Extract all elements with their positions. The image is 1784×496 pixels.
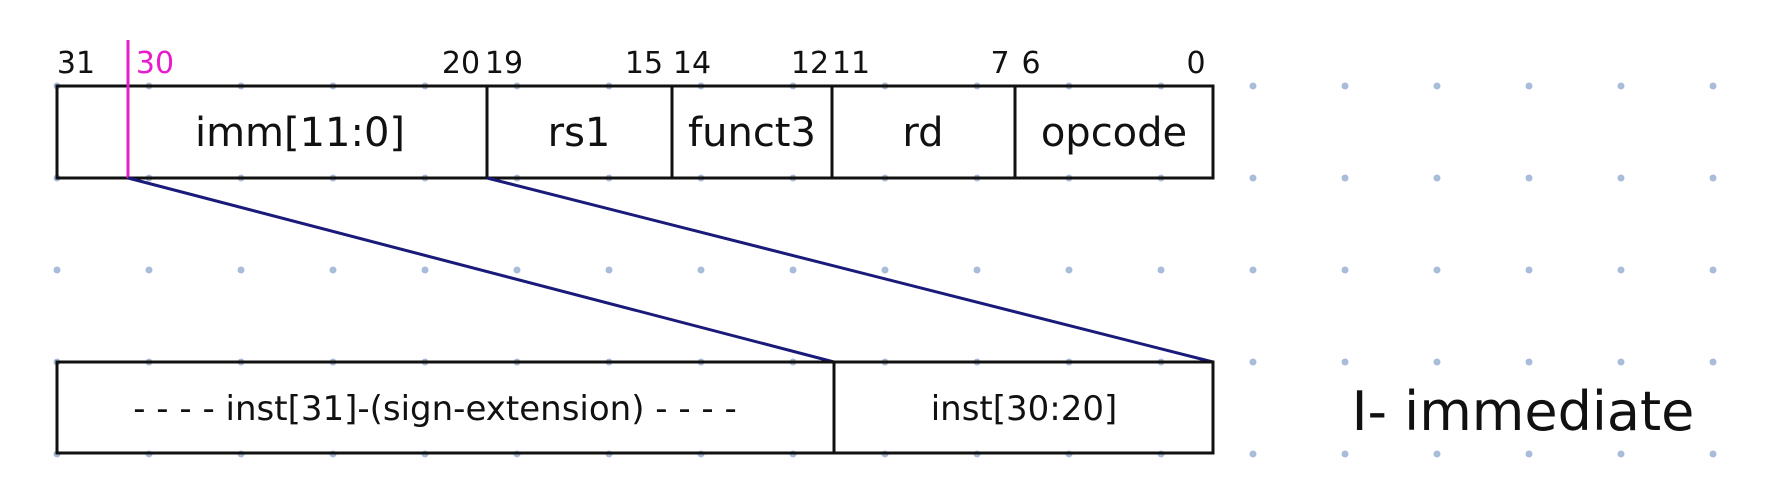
grid-dot bbox=[1249, 82, 1257, 90]
immediate-box bbox=[55, 360, 1215, 455]
grid-dot bbox=[1157, 266, 1165, 274]
bit-numbers: 31 30 20 19 15 14 12 11 7 6 0 bbox=[57, 46, 1206, 81]
field-imm: imm[11:0] bbox=[195, 110, 405, 156]
grid-dot bbox=[1341, 174, 1349, 182]
immediate-row: - - - - inst[31]-(sign-extension) - - - … bbox=[55, 360, 1215, 455]
field-funct3: funct3 bbox=[688, 110, 816, 156]
instruction-format-row: imm[11:0] rs1 funct3 rd opcode bbox=[55, 40, 1215, 180]
grid-dot bbox=[1709, 450, 1717, 458]
grid-dot bbox=[53, 266, 61, 274]
grid-dot bbox=[1341, 266, 1349, 274]
format-title: I- immediate bbox=[1352, 380, 1695, 443]
grid-dot bbox=[1525, 450, 1533, 458]
bit-31-label: 31 bbox=[57, 46, 95, 81]
grid-dot bbox=[1617, 450, 1625, 458]
grid-dot bbox=[1525, 82, 1533, 90]
grid-dot bbox=[1525, 358, 1533, 366]
grid-dot bbox=[1433, 82, 1441, 90]
grid-dot bbox=[1525, 174, 1533, 182]
field-opcode: opcode bbox=[1041, 110, 1187, 156]
grid-dot bbox=[1249, 266, 1257, 274]
bit-30-label: 30 bbox=[136, 46, 174, 81]
grid-dot bbox=[1249, 174, 1257, 182]
grid-dot bbox=[1617, 266, 1625, 274]
bit-6-label: 6 bbox=[1021, 46, 1040, 81]
field-rd: rd bbox=[902, 110, 943, 156]
bit-12-label: 12 bbox=[791, 46, 829, 81]
grid-dot bbox=[1341, 82, 1349, 90]
field-rs1: rs1 bbox=[548, 110, 611, 156]
grid-dot bbox=[1433, 266, 1441, 274]
grid-dot bbox=[1709, 358, 1717, 366]
instruction-box bbox=[55, 84, 1215, 180]
grid-dot bbox=[1617, 358, 1625, 366]
grid-dot bbox=[697, 266, 705, 274]
grid-dot bbox=[513, 266, 521, 274]
grid-dot bbox=[421, 266, 429, 274]
grid-dot bbox=[1709, 266, 1717, 274]
field-low-bits: inst[30:20] bbox=[931, 389, 1118, 429]
bit-11-label: 11 bbox=[832, 46, 870, 81]
grid-dot bbox=[1433, 450, 1441, 458]
grid-dot bbox=[1617, 82, 1625, 90]
grid-dot bbox=[605, 266, 613, 274]
grid-dot bbox=[145, 266, 153, 274]
bit-15-label: 15 bbox=[625, 46, 663, 81]
grid-dot bbox=[973, 266, 981, 274]
grid-dot bbox=[1617, 174, 1625, 182]
grid-dot bbox=[1341, 358, 1349, 366]
grid-dot bbox=[1433, 174, 1441, 182]
grid-dot bbox=[1709, 82, 1717, 90]
grid-dot bbox=[881, 266, 889, 274]
bit-20-label: 20 bbox=[442, 46, 480, 81]
grid-dot bbox=[1433, 358, 1441, 366]
field-sign-extension: - - - - inst[31]-(sign-extension) - - - … bbox=[133, 389, 737, 429]
grid-dot bbox=[1341, 450, 1349, 458]
grid-dot bbox=[237, 266, 245, 274]
grid-dot bbox=[329, 266, 337, 274]
grid-dot bbox=[1525, 266, 1533, 274]
grid-dot bbox=[1065, 266, 1073, 274]
grid-dot bbox=[1249, 450, 1257, 458]
bit-0-label: 0 bbox=[1186, 46, 1205, 81]
grid-dot bbox=[1709, 174, 1717, 182]
connector-bit20 bbox=[486, 176, 1214, 364]
bit-14-label: 14 bbox=[673, 46, 711, 81]
bit-7-label: 7 bbox=[990, 46, 1009, 81]
grid-dot bbox=[1249, 358, 1257, 366]
grid-dot bbox=[789, 266, 797, 274]
connector-bit30 bbox=[127, 176, 835, 364]
bit-19-label: 19 bbox=[485, 46, 523, 81]
